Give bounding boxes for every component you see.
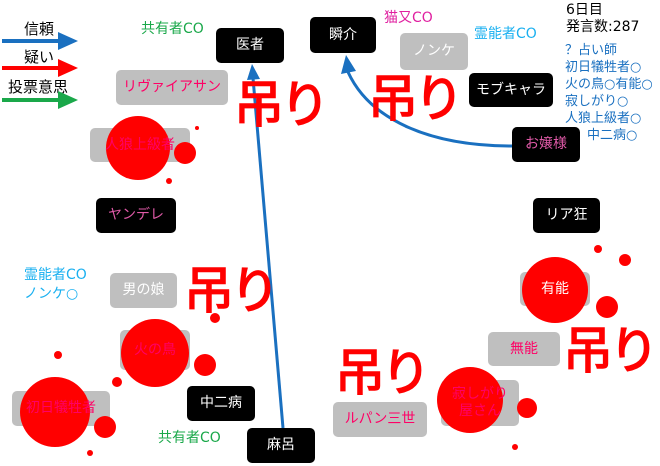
player-mob[interactable]: モブキャラ: [469, 73, 553, 107]
trust-arrow-maro-to-isha: [251, 77, 285, 429]
claim-nonke: 霊能者CO: [474, 26, 537, 42]
trust-arrow-head: [58, 32, 78, 50]
player-nonke[interactable]: ノンケ: [400, 33, 468, 70]
trust-arrow-head: [341, 55, 356, 74]
player-isha[interactable]: 医者: [216, 28, 284, 63]
player-shunsuke[interactable]: 瞬介: [310, 17, 376, 53]
claim-isha: 共有者CO: [141, 21, 204, 37]
player-yandere[interactable]: ヤンデレ: [96, 198, 176, 233]
player-sabishi[interactable]: 寂しがり屋さん: [452, 386, 508, 419]
doubt-arrow-head: [58, 59, 78, 77]
seer-line: 初日犠牲者○: [565, 60, 642, 75]
seer-line: 火の鳥○有能○: [565, 77, 653, 92]
claim-otokonoko: 霊能者CO: [24, 267, 87, 283]
trust-arrow-head: [247, 64, 260, 80]
post-count: 発言数:287: [566, 19, 640, 35]
player-chuuni[interactable]: 中二病: [187, 386, 255, 421]
blood-splat-icon: [522, 245, 631, 323]
seer-line: 寂しがり○: [565, 94, 629, 109]
day-info: 6日目 発言数:287: [566, 2, 639, 36]
seer-title: ？占い師: [565, 43, 618, 58]
seer-results: ？占い師 初日犠牲者○ 火の鳥○有能○ 寂しがり○ 人狼上級者○ 中二病○: [565, 42, 653, 144]
claim-chuuni: 共有者CO: [158, 430, 221, 446]
legend-vote: 投票意思: [8, 78, 69, 96]
blood-splat-icon: [437, 367, 537, 450]
blood-splat-icon: [106, 116, 199, 184]
player-munou[interactable]: 無能: [488, 332, 560, 366]
claim-shunsuke: 猫又CO: [384, 10, 433, 26]
player-lupin[interactable]: ルパン三世: [333, 402, 427, 437]
legend-doubt: 疑い: [24, 48, 55, 66]
seer-line: 中二病○: [587, 128, 638, 143]
hanged-mark-munou: 吊り: [563, 322, 659, 380]
player-jinro[interactable]: 人狼上級者: [105, 136, 175, 153]
hanged-mark-leviathan: 吊り: [234, 76, 330, 134]
blood-splat-icon: [112, 313, 220, 387]
player-leviathan[interactable]: リヴァイアサン: [116, 70, 228, 105]
legend-trust: 信頼: [24, 20, 55, 38]
seer-line: 人狼上級者○: [565, 111, 642, 126]
day-label: 6日目: [566, 2, 603, 18]
trust-arrow-ojou-to-shunsuke: [346, 71, 513, 148]
legend-arrows: [2, 32, 78, 109]
player-yuunou[interactable]: 有能: [541, 280, 569, 297]
player-shonichi[interactable]: 初日犠牲者: [26, 400, 96, 417]
hanged-mark-lupin: 吊り: [335, 344, 431, 402]
player-otokonoko[interactable]: 男の娘: [110, 273, 177, 308]
claim-otokonoko-result: ノンケ○: [24, 286, 79, 302]
hanged-mark-nonke: 吊り: [368, 70, 464, 128]
hanged-mark-otokonoko: 吊り: [184, 262, 280, 320]
player-hinotori[interactable]: 火の鳥: [134, 341, 176, 358]
player-maro[interactable]: 麻呂: [247, 428, 315, 463]
blood-splat-icon: [20, 351, 116, 456]
player-riakyou[interactable]: リア狂: [533, 198, 600, 233]
vote-arrow-head: [58, 91, 78, 109]
player-ojou[interactable]: お嬢様: [512, 127, 580, 162]
